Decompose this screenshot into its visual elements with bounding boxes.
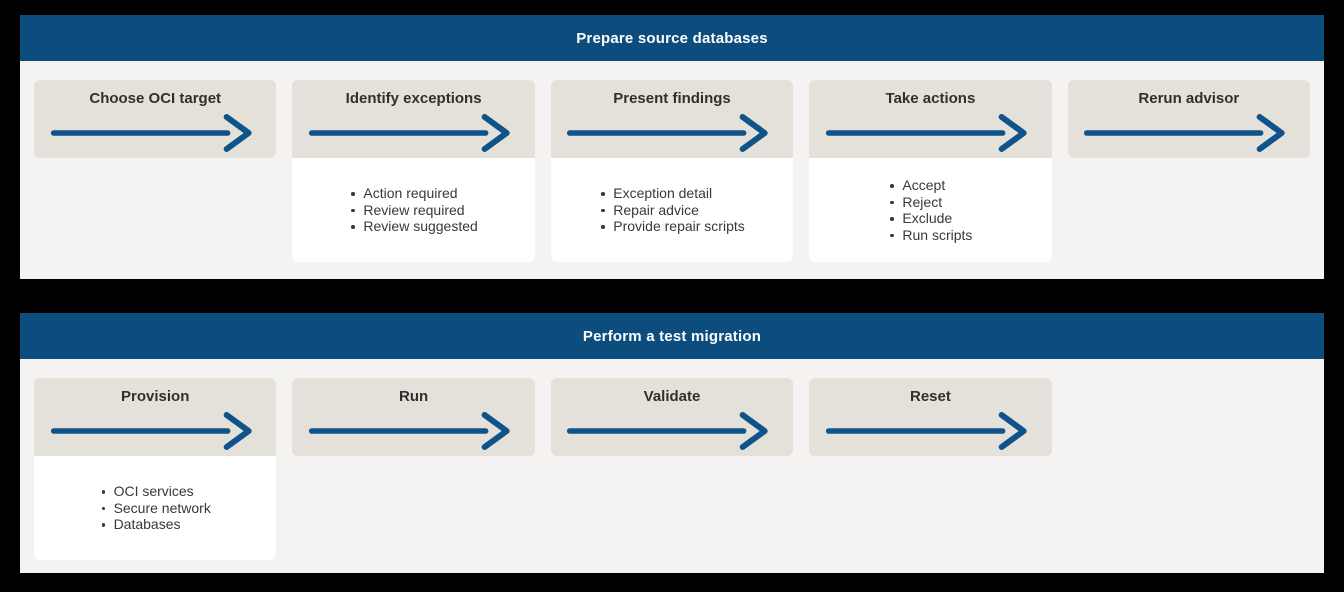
step-title: Present findings (613, 90, 731, 107)
step-title: Validate (643, 388, 701, 405)
step-title: Run (399, 388, 429, 405)
flow-arrow-icon (1084, 114, 1285, 152)
step-box: Reset (809, 378, 1052, 456)
panel-prepare-source-databases: Prepare source databases Choose OCI targ… (20, 15, 1324, 279)
step-title: Provision (121, 388, 190, 405)
step-choose-oci-target: Choose OCI target (34, 80, 277, 262)
step-title: Choose OCI target (89, 90, 222, 107)
bullet-item: Reject (888, 194, 972, 211)
step-run: Run (292, 378, 535, 560)
bullet-item: Run scripts (888, 227, 972, 244)
bullet-item: Review required (349, 202, 477, 219)
panel-title: Perform a test migration (20, 313, 1324, 359)
step-box: Rerun advisor (1067, 80, 1311, 158)
empty-column (1068, 378, 1310, 560)
step-box: Present findings (550, 80, 794, 158)
bullet-item: Secure network (100, 500, 211, 517)
bullet-item: OCI services (100, 483, 211, 500)
step-rerun-advisor: Rerun advisor (1067, 80, 1311, 262)
step-title: Take actions (885, 90, 976, 107)
bullet-item: Review suggested (349, 218, 478, 235)
step-title: Rerun advisor (1138, 90, 1240, 107)
panel-title: Prepare source databases (20, 15, 1324, 61)
step-box: Identify exceptions (292, 80, 535, 158)
bullet-item: Provide repair scripts (599, 218, 745, 235)
step-box: Choose OCI target (34, 80, 277, 158)
flow-arrow-icon (567, 412, 769, 450)
flow-arrow-icon (308, 412, 510, 450)
step-validate: Validate (550, 378, 794, 560)
step-box: Provision (34, 378, 277, 456)
step-title: Identify exceptions (345, 90, 482, 107)
flow-arrow-icon (825, 114, 1027, 152)
step-box: Validate (550, 378, 794, 456)
flow-arrow-icon (50, 412, 252, 450)
flow-arrow-icon (567, 114, 769, 152)
step-title: Reset (909, 388, 951, 405)
flow-arrow-icon (825, 412, 1027, 450)
bullet-item: Exclude (888, 210, 972, 227)
bullet-item: Accept (888, 177, 972, 194)
bullet-item: Repair advice (599, 202, 745, 219)
flow-arrow-icon (308, 114, 510, 152)
step-box: Run (292, 378, 535, 456)
bullet-item: Action required (349, 185, 477, 202)
step-reset: Reset (809, 378, 1052, 560)
bullet-item: Exception detail (599, 185, 745, 202)
bullet-item: Databases (100, 516, 211, 533)
flow-arrow-icon (50, 114, 252, 152)
step-box: Take actions (809, 80, 1052, 158)
